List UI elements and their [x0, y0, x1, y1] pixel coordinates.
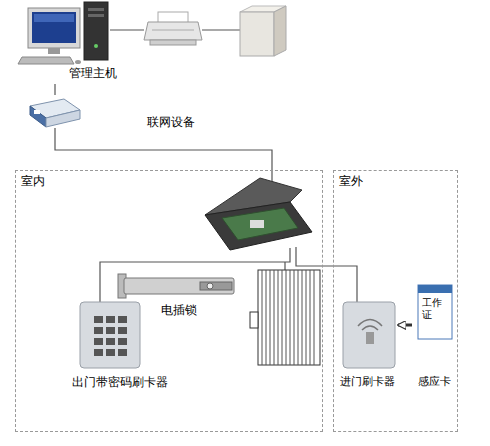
device-label: 联网设备 [147, 115, 195, 129]
network-cable [55, 128, 272, 192]
device-label: 室外 [339, 174, 363, 188]
connector [398, 324, 412, 327]
keypad-reader-icon [80, 302, 140, 368]
controller-box [205, 178, 312, 250]
ups-icon [240, 6, 286, 56]
indoor-region: 室内电插锁出门带密码刷卡器 [15, 170, 323, 432]
door-icon [250, 270, 320, 365]
device-label: 感应卡 [418, 375, 451, 388]
device-label: 出门带密码刷卡器 [72, 375, 168, 389]
host-computer: 管理主机 [25, 2, 117, 84]
lock-icon [118, 274, 234, 298]
cable [110, 29, 240, 30]
printer-icon [144, 12, 202, 45]
outdoor-region: 室外进门刷卡器 工作证感应卡 [333, 170, 458, 432]
device-label: 室内 [21, 174, 45, 188]
connector [54, 84, 55, 95]
card-reader-icon [343, 302, 395, 368]
device-label: 管理主机 [69, 66, 117, 80]
device-label: 进门刷卡器 [340, 375, 395, 388]
network-device: 联网设备 [25, 95, 195, 135]
electric-lock: 电插锁 [118, 262, 240, 320]
proximity-card: 工作证感应卡 [412, 282, 457, 394]
entry-card-reader: 进门刷卡器 [336, 298, 398, 394]
card-text: 工作证 [422, 297, 442, 321]
computer-icon [18, 2, 108, 64]
device-label: 电插锁 [161, 303, 197, 317]
exit-keypad-reader: 出门带密码刷卡器 [55, 298, 185, 394]
network-device-icon [30, 99, 80, 127]
card-icon [418, 285, 452, 339]
